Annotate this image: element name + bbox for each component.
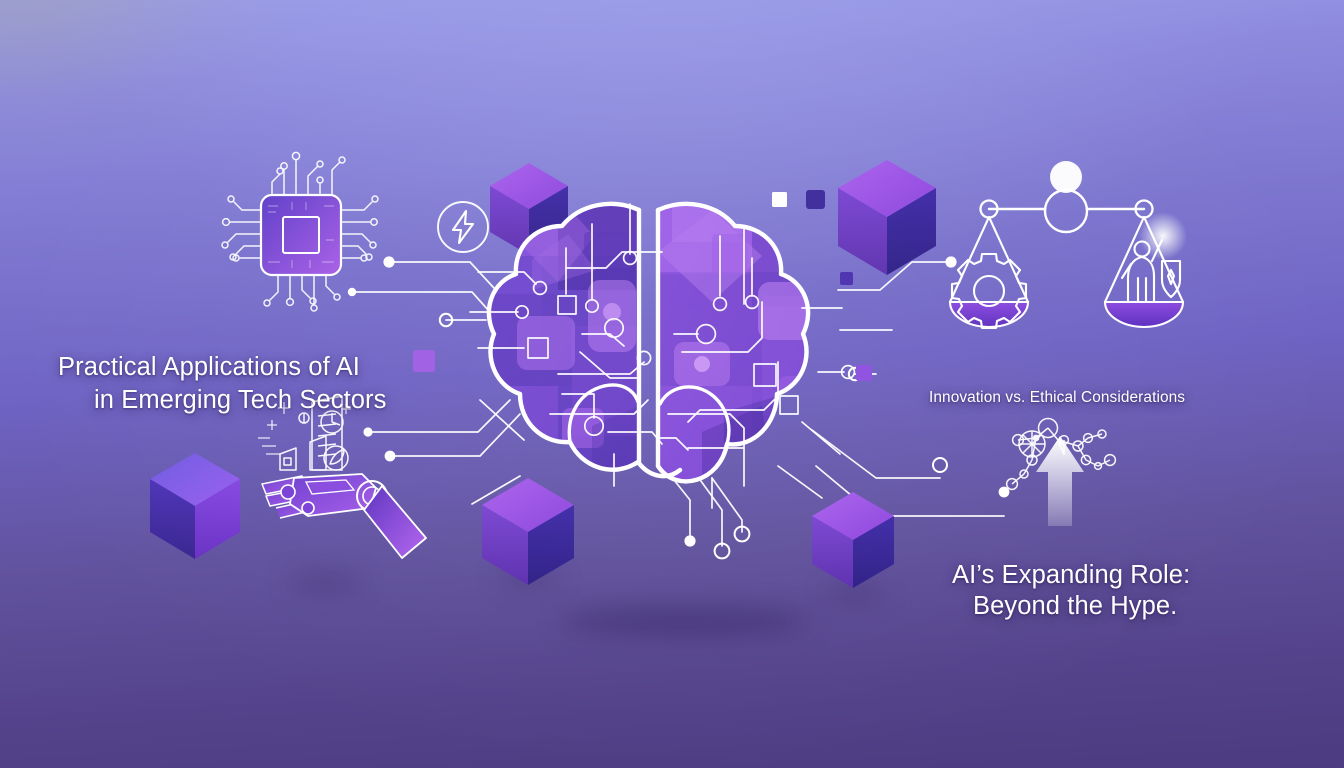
shadow-cube-right xyxy=(826,588,884,599)
shadow-left-icon xyxy=(288,576,362,588)
caption-left-line2: in Emerging Tech Sectors xyxy=(94,386,387,414)
scale-left-pan xyxy=(948,215,1030,330)
balance-scales-icon xyxy=(948,161,1187,330)
growth-arrow-shape xyxy=(1036,436,1084,526)
ai-brain-circuit-icon xyxy=(469,201,856,509)
scale-top-knob xyxy=(1050,161,1082,193)
lightning-bolt-icon xyxy=(437,201,489,253)
cube-top-right xyxy=(838,160,936,275)
cube-bottom-mid xyxy=(482,478,574,585)
caption-left-line1: Practical Applications of AI xyxy=(58,353,360,381)
floating-square-icon xyxy=(856,365,872,381)
growth-arrow-network-icon xyxy=(1005,417,1117,526)
person-shield-icon xyxy=(1120,238,1182,304)
caption-right-bottom-line2: Beyond the Hype. xyxy=(973,592,1178,620)
floating-square-icon xyxy=(840,272,853,285)
caption-left: Practical Applications of AI in Emerging… xyxy=(58,318,387,450)
connector-node-icon xyxy=(347,256,1010,560)
caption-right-bottom: AI’s Expanding Role: Beyond the Hype. xyxy=(952,529,1190,653)
floating-square-icon xyxy=(806,190,825,209)
floating-square-icon xyxy=(772,192,787,207)
floating-square-icon xyxy=(413,350,435,372)
caption-right-bottom-line1: AI’s Expanding Role: xyxy=(952,561,1191,589)
microchip-icon xyxy=(221,151,379,312)
cube-bottom-right xyxy=(812,492,894,588)
scale-right-pan xyxy=(1103,212,1187,329)
cube-bottom-left xyxy=(150,453,240,559)
robotic-hand-city-icon xyxy=(258,395,427,559)
caption-right-top-line1: Innovation vs. Ethical Considerations xyxy=(929,389,1186,406)
shadow-brain xyxy=(560,608,810,634)
gear-icon xyxy=(950,252,1028,330)
caption-right-top: Innovation vs. Ethical Considerations xyxy=(929,365,1185,409)
